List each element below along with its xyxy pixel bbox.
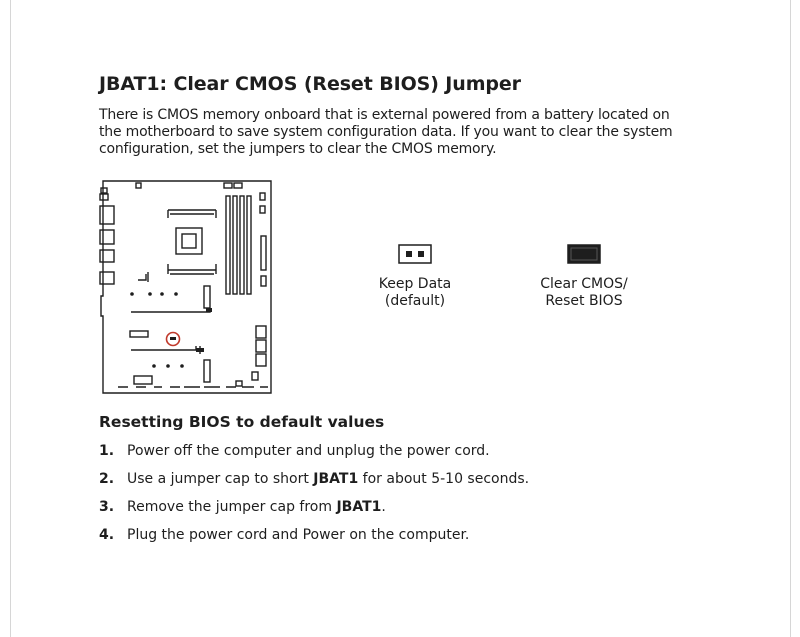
pcie-slot [203,285,211,309]
screw-hole [166,364,170,368]
screw-hole [148,292,152,296]
jbat1-pin [170,337,176,340]
jumper-open-icon [398,244,432,264]
header [251,371,259,381]
step-text: Remove the jumper cap from JBAT1. [127,499,386,515]
screw-hole [180,364,184,368]
jumper-label: Clear CMOS/ [540,276,628,292]
intro-line: There is CMOS memory onboard that is ext… [99,107,670,123]
io-port [135,182,142,189]
header [259,192,266,201]
header [233,182,243,189]
io-port [99,249,115,263]
screw-hole [160,292,164,296]
pcie-latch [206,308,212,312]
dimm-slot [246,195,252,295]
vrm-heatsink [167,264,217,275]
dimm-slot [225,195,231,295]
steps-list: 1. Power off the computer and unplug the… [99,441,529,553]
io-port [99,193,109,201]
screw-hole [130,292,134,296]
sata-port [255,353,267,367]
intro-line: configuration, set the jumpers to clear … [99,141,497,157]
cpu-core [181,233,197,249]
header [235,380,243,387]
page-border-left [10,0,11,637]
jumper-clear-cmos: Clear CMOS/ Reset BIOS [529,244,639,310]
list-item: 3. Remove the jumper cap from JBAT1. [99,497,529,525]
dimm-slot [239,195,245,295]
step-text: Power off the computer and unplug the po… [127,443,490,459]
dimm-slot [232,195,238,295]
cpu-socket [175,227,203,255]
pcie-latch [196,348,204,352]
intro-line: the motherboard to save system configura… [99,124,673,140]
step-text: Use a jumper cap to short JBAT1 for abou… [127,471,530,487]
atx-connector [260,235,267,271]
list-item: 1. Power off the computer and unplug the… [99,441,529,469]
list-item: 4. Plug the power cord and Power on the … [99,525,529,553]
page-border-right [790,0,791,637]
motherboard-diagram [99,180,272,394]
jumper-sublabel: (default) [384,293,446,309]
header [259,205,266,214]
connector [260,275,267,287]
jumper-sublabel: Reset BIOS [545,293,623,309]
step-number: 3. [99,499,115,515]
intro-paragraph: There is CMOS memory onboard that is ext… [99,107,739,158]
sata-port [255,339,267,353]
jumper-shorted-icon [567,244,601,264]
io-port [203,359,211,383]
pcie-slot [131,346,201,354]
screw-hole [152,364,156,368]
jumper-label: Keep Data [378,276,452,292]
step-number: 2. [99,471,115,487]
step-text: Plug the power cord and Power on the com… [127,527,470,543]
section-title: JBAT1: Clear CMOS (Reset BIOS) Jumper [99,73,521,95]
m2-slot [129,330,149,338]
io-port [100,187,108,194]
io-port [99,229,115,245]
screw-hole [174,292,178,296]
list-item: 2. Use a jumper cap to short JBAT1 for a… [99,469,529,497]
header [223,182,233,189]
steps-heading: Resetting BIOS to default values [99,413,385,431]
io-port [99,205,115,225]
io-port [99,271,115,285]
jbat1-location-marker [165,331,181,347]
step-number: 4. [99,527,115,543]
jumper-keep-data: Keep Data (default) [370,244,460,310]
board-outline [100,180,272,394]
step-number: 1. [99,443,115,459]
fan-header [138,272,149,282]
m2-slot [133,375,153,385]
pcie-slot [131,308,211,313]
vrm-heatsink [167,209,217,218]
sata-port [255,325,267,339]
